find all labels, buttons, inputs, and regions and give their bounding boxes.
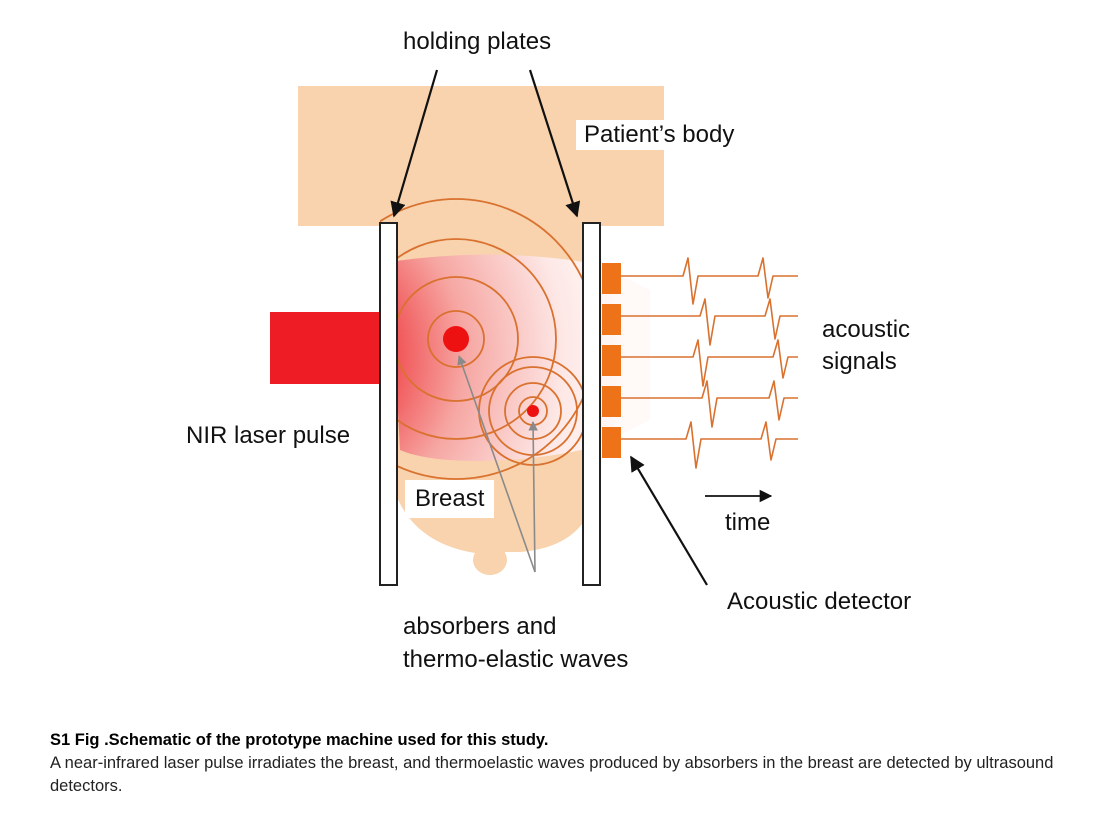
absorber-small [527, 405, 539, 417]
signal-trace [621, 298, 798, 346]
caption-body: A near-infrared laser pulse irradiates t… [50, 754, 1054, 795]
nipple [473, 545, 507, 575]
detector-element [602, 304, 621, 335]
signal-trace [621, 257, 798, 305]
absorber-large [443, 326, 469, 352]
acoustic-signal-traces [621, 257, 798, 469]
label-acoustic-detector: Acoustic detector [727, 588, 912, 615]
detector-element [602, 427, 621, 458]
label-patients-body: Patient’s body [576, 120, 743, 150]
acoustic-detector-array [602, 263, 621, 458]
schematic-figure: holding plates Patient’s body acoustic s… [186, 28, 912, 673]
nir-laser-beam [270, 312, 386, 384]
absorber-pointer-large [457, 355, 536, 573]
label-time: time [725, 509, 771, 536]
label-holding-plates: holding plates [403, 28, 552, 55]
holding-plate-left [379, 222, 398, 586]
label-breast: Breast [405, 480, 495, 518]
absorber-pointer-small [528, 421, 538, 573]
caption-title: S1 Fig .Schematic of the prototype machi… [50, 731, 549, 749]
detector-element [602, 345, 621, 376]
figure-caption: S1 Fig .Schematic of the prototype machi… [50, 729, 1065, 798]
label-nir-laser-pulse: NIR laser pulse [186, 422, 351, 449]
signal-trace [621, 339, 798, 387]
holding-plate-arrow-left [390, 69, 439, 218]
label-absorbers-line1: absorbers and [403, 613, 557, 640]
acoustic-detector-arrow [630, 455, 708, 586]
holding-plate-arrow-right [528, 69, 581, 218]
label-acoustic-signals-line2: signals [822, 348, 897, 375]
detector-element [602, 263, 621, 294]
holding-plate-right [582, 222, 601, 586]
detector-element [602, 386, 621, 417]
signal-trace [621, 380, 798, 428]
patient-body [298, 86, 664, 226]
label-acoustic-signals-line1: acoustic [822, 316, 911, 343]
label-absorbers-line2: thermo-elastic waves [403, 646, 629, 673]
signal-trace [621, 421, 798, 469]
